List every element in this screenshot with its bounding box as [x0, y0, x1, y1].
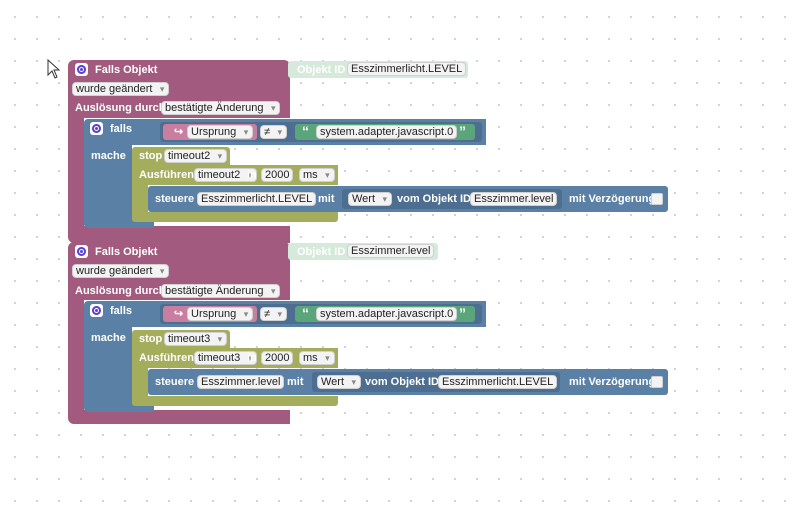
gear-icon[interactable]: [90, 122, 103, 135]
exec-timeout-dropdown[interactable]: timeout2: [194, 168, 258, 182]
trigger-value-dropdown[interactable]: bestätigte Änderung: [161, 284, 281, 298]
delay-checkbox[interactable]: [651, 376, 663, 388]
with-label: mit: [318, 193, 335, 205]
quote-close: ”: [459, 123, 466, 139]
object-id-field[interactable]: Esszimmerlicht.LEVEL: [347, 62, 467, 76]
if-label: falls: [110, 305, 133, 317]
trigger-header: Falls Objekt: [95, 246, 158, 258]
from-object-field[interactable]: Esszimmer.level: [470, 192, 558, 206]
object-id-label: Objekt ID: [297, 64, 346, 76]
execute-label: Ausführen: [139, 352, 194, 364]
trigger-label: Auslösung durch: [75, 285, 166, 297]
do-label: mache: [91, 150, 126, 162]
value-mode-dropdown[interactable]: Wert: [317, 375, 362, 389]
trigger-label: Auslösung durch: [75, 102, 166, 114]
operator-dropdown[interactable]: ≠: [260, 125, 288, 139]
stop-timeout-dropdown[interactable]: timeout2: [164, 149, 228, 163]
stop-label: stop: [139, 150, 163, 162]
if-label: falls: [110, 123, 133, 135]
control-label: steuere: [155, 193, 195, 205]
delay-option-label: mit Verzögerung: [569, 376, 656, 388]
stop-label: stop: [139, 333, 163, 345]
object-id-label: Objekt ID: [297, 246, 346, 258]
condition-variable-dropdown[interactable]: Ursprung: [187, 125, 254, 139]
trigger-value-dropdown[interactable]: bestätigte Änderung: [161, 101, 281, 115]
quote-close: ”: [459, 305, 466, 321]
from-object-label: vom Objekt ID: [365, 376, 439, 388]
in-label: in: [247, 169, 257, 181]
string-value-field[interactable]: system.adapter.javascript.0: [316, 307, 458, 321]
delay-checkbox[interactable]: [651, 193, 663, 205]
object-id-field[interactable]: Esszimmer.level: [347, 244, 435, 258]
cursor-icon: [47, 59, 61, 79]
delay-option-label: mit Verzögerung: [569, 193, 656, 205]
trigger-mode-dropdown[interactable]: wurde geändert: [72, 264, 170, 278]
gear-icon[interactable]: [75, 245, 88, 258]
control-target-field[interactable]: Esszimmer.level: [197, 375, 285, 389]
stop-timeout-dropdown[interactable]: timeout3: [164, 332, 228, 346]
trigger-header: Falls Objekt: [95, 64, 158, 76]
with-label: mit: [287, 376, 304, 388]
string-value-field[interactable]: system.adapter.javascript.0: [316, 125, 458, 139]
control-label: steuere: [155, 376, 195, 388]
gear-icon[interactable]: [90, 304, 103, 317]
in-label: in: [247, 352, 257, 364]
control-target-field[interactable]: Esszimmerlicht.LEVEL: [197, 192, 317, 206]
unit-dropdown[interactable]: ms: [299, 168, 335, 182]
operator-dropdown[interactable]: ≠: [260, 307, 288, 321]
condition-variable-dropdown[interactable]: Ursprung: [187, 307, 254, 321]
trigger-mode-dropdown[interactable]: wurde geändert: [72, 82, 170, 96]
value-mode-dropdown[interactable]: Wert: [348, 192, 393, 206]
exec-timeout-dropdown[interactable]: timeout3: [194, 351, 258, 365]
from-object-field[interactable]: Esszimmerlicht.LEVEL: [438, 375, 558, 389]
delay-field[interactable]: 2000: [261, 168, 294, 182]
gear-icon[interactable]: [75, 63, 88, 76]
quote-open: “: [302, 123, 309, 139]
do-label: mache: [91, 332, 126, 344]
execute-label: Ausführen: [139, 169, 194, 181]
from-object-label: vom Objekt ID: [397, 193, 471, 205]
arrow-icon: ↪: [174, 126, 184, 138]
quote-open: “: [302, 305, 309, 321]
arrow-icon: ↪: [174, 308, 184, 320]
delay-field[interactable]: 2000: [261, 351, 294, 365]
unit-dropdown[interactable]: ms: [299, 351, 335, 365]
